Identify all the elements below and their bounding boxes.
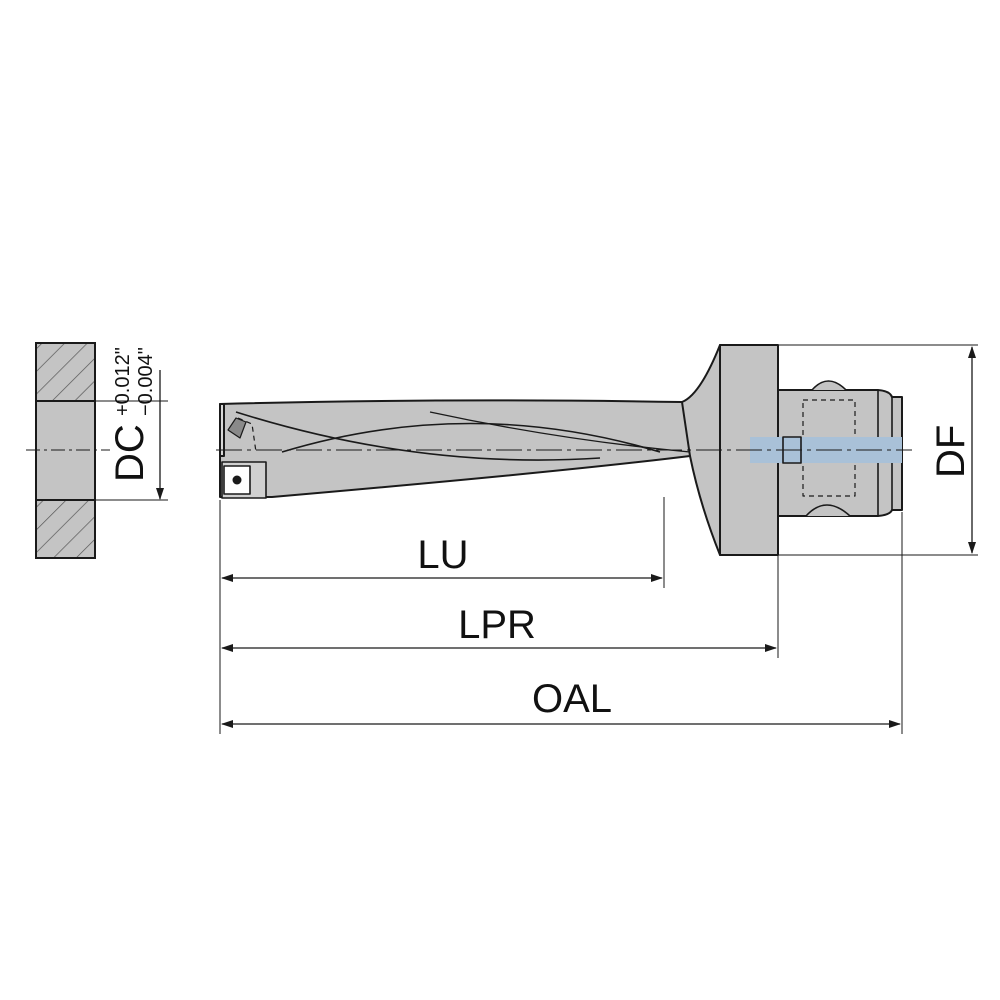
lpr-label: LPR <box>458 603 536 647</box>
drill-tool <box>219 344 903 556</box>
chip-breaker <box>227 417 247 439</box>
hole-section-view: DC +0.012" −0.004" <box>26 342 168 559</box>
section-hatch-bottom <box>35 499 96 559</box>
insert-screw-icon <box>232 475 242 485</box>
dc-label: DC <box>108 424 152 482</box>
drill-tip <box>219 403 225 457</box>
lu-label: LU <box>417 533 468 577</box>
flute-line-2 <box>235 411 601 461</box>
dc-tolerance-lower: −0.004" <box>135 347 157 416</box>
shank-notch-bottom <box>805 504 851 517</box>
drill-flute-body <box>219 399 691 498</box>
df-label: DF <box>929 425 973 478</box>
shank-notch-top <box>811 380 847 391</box>
dc-tolerance-upper: +0.012" <box>112 347 134 416</box>
length-dimensions <box>219 497 903 734</box>
df-dimension: DF <box>778 344 978 556</box>
oal-label: OAL <box>532 677 612 721</box>
flute-line-3 <box>429 411 691 453</box>
section-hatch-top <box>35 342 96 402</box>
flute-line-1 <box>281 422 661 453</box>
